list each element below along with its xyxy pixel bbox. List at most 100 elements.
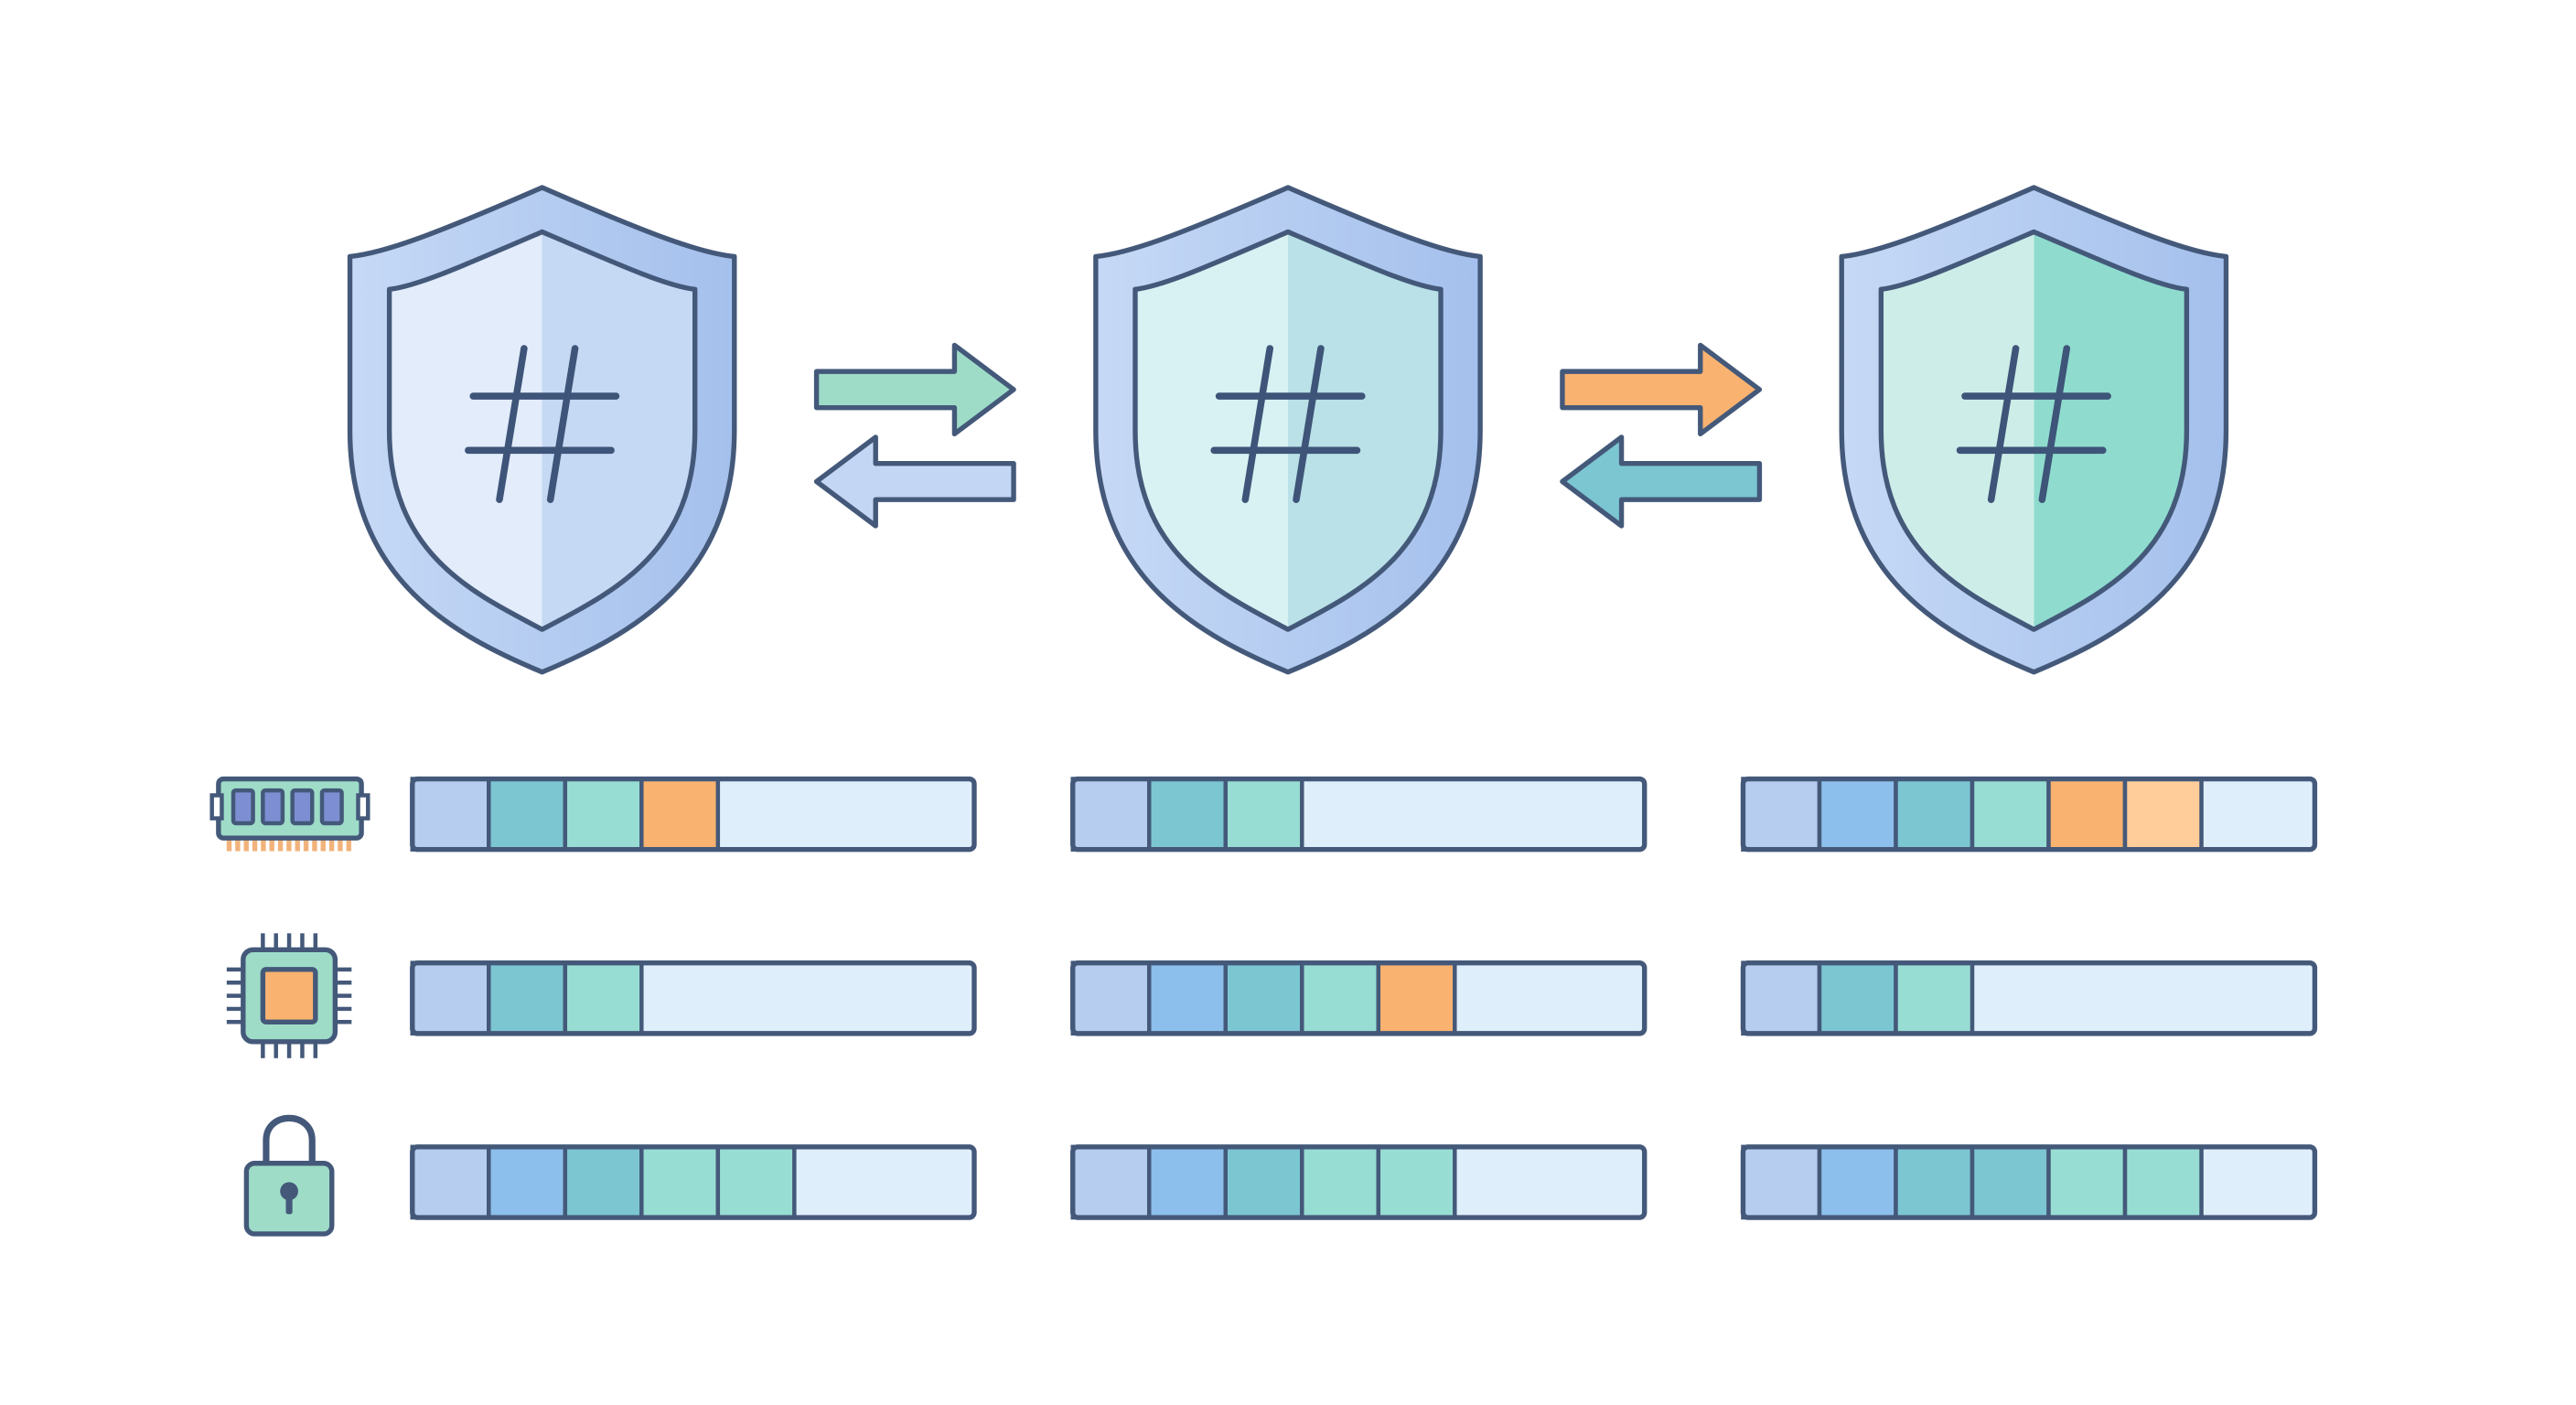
ram-pin <box>312 836 317 852</box>
bar-cell <box>487 777 568 852</box>
shield-1-icon <box>347 185 737 675</box>
ram-module <box>231 788 255 826</box>
bar-cell <box>1894 1144 1975 1220</box>
bar-cell <box>563 960 644 1036</box>
bar-cell <box>410 1144 491 1220</box>
bar-outline <box>1070 960 1648 1036</box>
cpu-core <box>260 967 318 1024</box>
bar-cell <box>1817 960 1898 1036</box>
bar-cell <box>1741 1144 1822 1220</box>
shield-2-icon <box>1093 185 1483 675</box>
ram-chip-icon <box>209 776 370 852</box>
arrow-left-icon-1 <box>813 434 1016 529</box>
ram-notch-left <box>209 793 224 820</box>
bar-cell <box>1147 960 1228 1036</box>
memory-bar-r2-c3 <box>1740 960 2318 1036</box>
memory-bar-r3-c3 <box>1740 1144 2318 1220</box>
bar-outline <box>410 1144 977 1220</box>
bar-cell <box>1817 777 1898 852</box>
bar-cell <box>410 777 491 852</box>
ram-pin <box>286 836 292 852</box>
bar-cell <box>1070 960 1152 1036</box>
bar-outline <box>410 960 977 1036</box>
bar-cell <box>563 1144 644 1220</box>
bar-cell <box>410 960 491 1036</box>
ram-pin <box>338 836 343 852</box>
ram-module <box>319 788 344 826</box>
bar-outline <box>1740 960 2318 1036</box>
shield-inner <box>386 229 698 632</box>
memory-bar-r3-c2 <box>1070 1144 1648 1220</box>
padlock-icon <box>243 1114 335 1237</box>
bar-outline <box>1070 1144 1648 1220</box>
bar-cell <box>1070 1144 1152 1220</box>
bar-cell <box>487 960 568 1036</box>
arrow-right-icon-1 <box>813 342 1016 437</box>
arrow-right-icon-2 <box>1560 342 1763 437</box>
arrow-left-icon-2 <box>1560 434 1763 529</box>
bar-cell <box>487 1144 568 1220</box>
ram-pin <box>328 836 335 852</box>
memory-bar-r1-c1 <box>410 776 977 853</box>
bar-cell <box>1970 777 2051 852</box>
shield-3-icon <box>1839 185 2229 675</box>
hash-icon <box>1210 345 1366 503</box>
bar-outline <box>1070 776 1648 853</box>
bar-cell <box>2122 777 2204 852</box>
bar-cell <box>1376 1144 1457 1220</box>
bar-cell <box>1300 960 1381 1036</box>
ram-pin <box>277 836 284 852</box>
memory-bar-r2-c1 <box>410 960 977 1036</box>
bar-cell <box>1894 960 1975 1036</box>
bar-cell <box>639 1144 721 1220</box>
memory-bar-r2-c2 <box>1070 960 1648 1036</box>
bar-cell <box>2046 1144 2128 1220</box>
bar-cell <box>1894 777 1975 852</box>
ram-module <box>261 788 285 826</box>
bar-cell <box>2046 777 2128 852</box>
bar-outline <box>1740 1144 2318 1220</box>
bar-cell <box>639 777 721 852</box>
bar-cell <box>1223 777 1304 852</box>
bar-cell <box>1147 777 1228 852</box>
ram-pin <box>261 836 266 852</box>
bar-cell <box>1817 1144 1898 1220</box>
bar-cell <box>1970 1144 2051 1220</box>
ram-pin <box>346 836 351 852</box>
memory-bar-r1-c2 <box>1070 776 1648 853</box>
hash-icon <box>465 345 620 503</box>
bar-cell <box>1741 960 1822 1036</box>
bar-cell <box>1741 777 1822 852</box>
ram-pin <box>269 836 274 852</box>
bar-cell <box>1376 960 1457 1036</box>
bar-cell <box>563 777 644 852</box>
bar-cell <box>1300 1144 1381 1220</box>
bar-cell <box>1223 1144 1304 1220</box>
bar-cell <box>715 1144 797 1220</box>
ram-module <box>290 788 315 826</box>
ram-pin <box>320 836 326 852</box>
ram-pin <box>243 836 249 852</box>
ram-pin <box>235 836 241 852</box>
bar-cell <box>1147 1144 1228 1220</box>
bar-cell <box>1223 960 1304 1036</box>
lock-keyhole <box>280 1182 298 1201</box>
processor-icon <box>226 933 352 1058</box>
ram-pin <box>295 836 300 852</box>
lock-shackle <box>263 1114 316 1170</box>
memory-bar-r3-c1 <box>410 1144 977 1220</box>
shield-inner <box>1878 229 2190 632</box>
bar-outline <box>1740 776 2318 853</box>
shield-inner <box>1132 229 1444 632</box>
bar-outline <box>410 776 977 853</box>
bar-cell <box>1070 777 1152 852</box>
lock-keyhole-slot <box>285 1194 293 1215</box>
ram-pin <box>252 836 258 852</box>
hash-icon <box>1956 345 2111 503</box>
ram-pin <box>226 836 232 852</box>
memory-bar-r1-c3 <box>1740 776 2318 853</box>
ram-pin <box>303 836 309 852</box>
ram-notch-right <box>356 793 370 820</box>
